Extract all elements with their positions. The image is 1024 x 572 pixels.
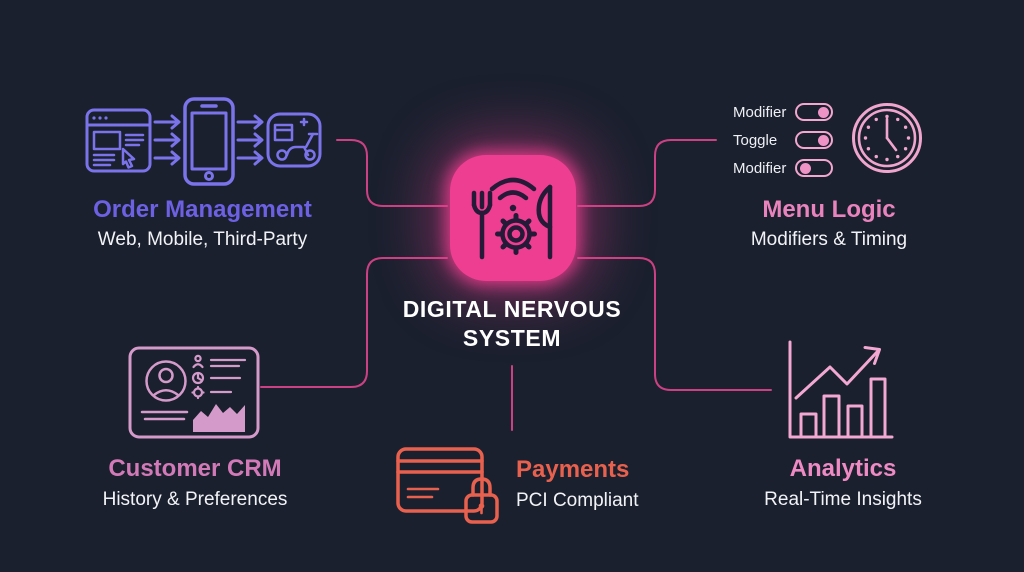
order-management-title: Order Management xyxy=(93,196,312,223)
modifier-toggle[interactable] xyxy=(795,159,833,177)
customer-crm-title: Customer CRM xyxy=(108,455,282,482)
contact-card-icon xyxy=(128,346,260,439)
menu-logic-title: Menu Logic xyxy=(762,196,896,223)
cursor-icon xyxy=(121,147,136,169)
bar-chart-trend-icon xyxy=(788,340,894,439)
area-chart-shape xyxy=(193,404,245,432)
delivery-scooter-icon xyxy=(266,112,322,168)
wifi-icon xyxy=(489,177,537,212)
connector-order-to-hub xyxy=(336,139,448,207)
toggle-row-modifier-2: Modifier xyxy=(733,158,853,178)
toggle-row-toggle: Toggle xyxy=(733,130,853,150)
order-management-icons xyxy=(85,97,322,186)
arrow-icons xyxy=(236,114,264,166)
browser-icon xyxy=(85,108,152,173)
order-management-subtitle: Web, Mobile, Third-Party xyxy=(97,229,308,250)
hub-title-line2: SYSTEM xyxy=(462,325,562,351)
analytics-title: Analytics xyxy=(789,455,897,482)
credit-card-lock-icon xyxy=(396,447,499,524)
toggle-knob xyxy=(799,162,811,174)
fork-icon xyxy=(471,190,493,260)
hub-badge xyxy=(450,155,576,281)
toggle-row-modifier-1: Modifier xyxy=(733,102,853,122)
phone-icon xyxy=(183,97,235,186)
toggle-toggle[interactable] xyxy=(795,131,833,149)
arrowhead xyxy=(863,346,881,365)
toggle-knob xyxy=(817,134,829,146)
fork-gear-knife-wifi-icon xyxy=(471,177,553,260)
menu-logic-subtitle: Modifiers & Timing xyxy=(750,229,908,250)
clock-icon xyxy=(852,103,922,173)
analytics-subtitle: Real-Time Insights xyxy=(764,489,922,510)
modifier-toggle[interactable] xyxy=(795,103,833,121)
connector-hub-to-analytics xyxy=(577,257,772,391)
toggle-knob xyxy=(817,106,829,118)
toggle-label: Toggle xyxy=(733,131,778,149)
toggle-label: Modifier xyxy=(733,103,787,121)
connector-hub-to-crm xyxy=(260,257,448,388)
gear-icon xyxy=(495,213,537,255)
lock-icon xyxy=(464,477,499,524)
connector-hub-to-menu xyxy=(577,139,717,207)
hub-title-line1: DIGITAL NERVOUS xyxy=(402,296,622,322)
hub-title: DIGITAL NERVOUS SYSTEM xyxy=(372,295,652,353)
payments-title: Payments xyxy=(516,456,630,483)
customer-crm-subtitle: History & Preferences xyxy=(102,489,288,510)
arrow-icons xyxy=(153,114,181,166)
payments-subtitle: PCI Compliant xyxy=(516,490,639,511)
knife-icon xyxy=(536,184,553,260)
toggle-label: Modifier xyxy=(733,159,787,177)
